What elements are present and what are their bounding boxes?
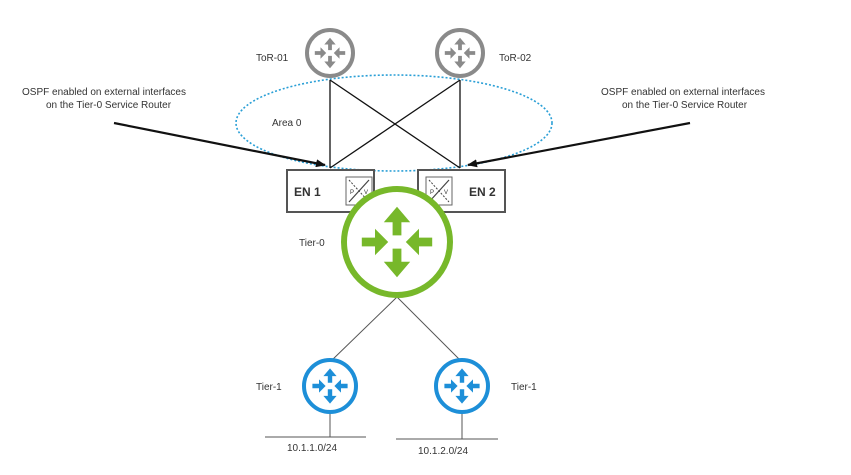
tor-02-label: ToR-02 <box>499 53 532 64</box>
edge-node-pv-icon: P V <box>345 176 373 206</box>
tier-1-left-router[interactable] <box>302 358 358 414</box>
router-icon <box>434 358 490 414</box>
edge-node-1-label: EN 1 <box>294 185 321 199</box>
edge-node-1-v-glyph: V <box>364 190 368 196</box>
router-icon <box>305 28 355 78</box>
link-tier0-tier1-right <box>396 296 463 363</box>
annotation-left-line1: OSPF enabled on external interfaces <box>22 87 186 98</box>
tor-01-label: ToR-01 <box>256 53 289 64</box>
tor-02-router[interactable] <box>435 28 485 78</box>
edge-node-2-v-glyph: V <box>444 190 448 196</box>
area-0-label: Area 0 <box>272 118 302 129</box>
subnet-right-label: 10.1.2.0/24 <box>418 446 468 457</box>
edge-node-2-label: EN 2 <box>469 185 496 199</box>
tor-edge-links <box>329 79 461 169</box>
tier0-tier1-links <box>329 296 463 363</box>
tier-1-right-label: Tier-1 <box>511 382 537 393</box>
router-icon <box>302 358 358 414</box>
annotation-right-arrow <box>467 121 691 168</box>
router-icon <box>341 186 453 298</box>
tier-0-router[interactable] <box>341 186 453 298</box>
annotation-right-line1: OSPF enabled on external interfaces <box>601 87 765 98</box>
link-tor02-en1 <box>329 79 461 169</box>
router-icon <box>435 28 485 78</box>
annotation-right-line2: on the Tier-0 Service Router <box>622 100 748 111</box>
annotation-left-arrow <box>113 121 326 168</box>
tier-1-left-label: Tier-1 <box>256 382 282 393</box>
area-0-boundary <box>235 74 553 172</box>
tier-1-right-router[interactable] <box>434 358 490 414</box>
edge-node-1-p-glyph: P <box>350 190 354 196</box>
tier-0-label: Tier-0 <box>299 238 325 249</box>
link-tier0-tier1-left <box>329 296 398 363</box>
annotation-left-line2: on the Tier-0 Service Router <box>46 100 172 111</box>
edge-node-2-p-glyph: P <box>430 190 434 196</box>
tor-01-router[interactable] <box>305 28 355 78</box>
subnet-left-label: 10.1.1.0/24 <box>287 443 337 454</box>
